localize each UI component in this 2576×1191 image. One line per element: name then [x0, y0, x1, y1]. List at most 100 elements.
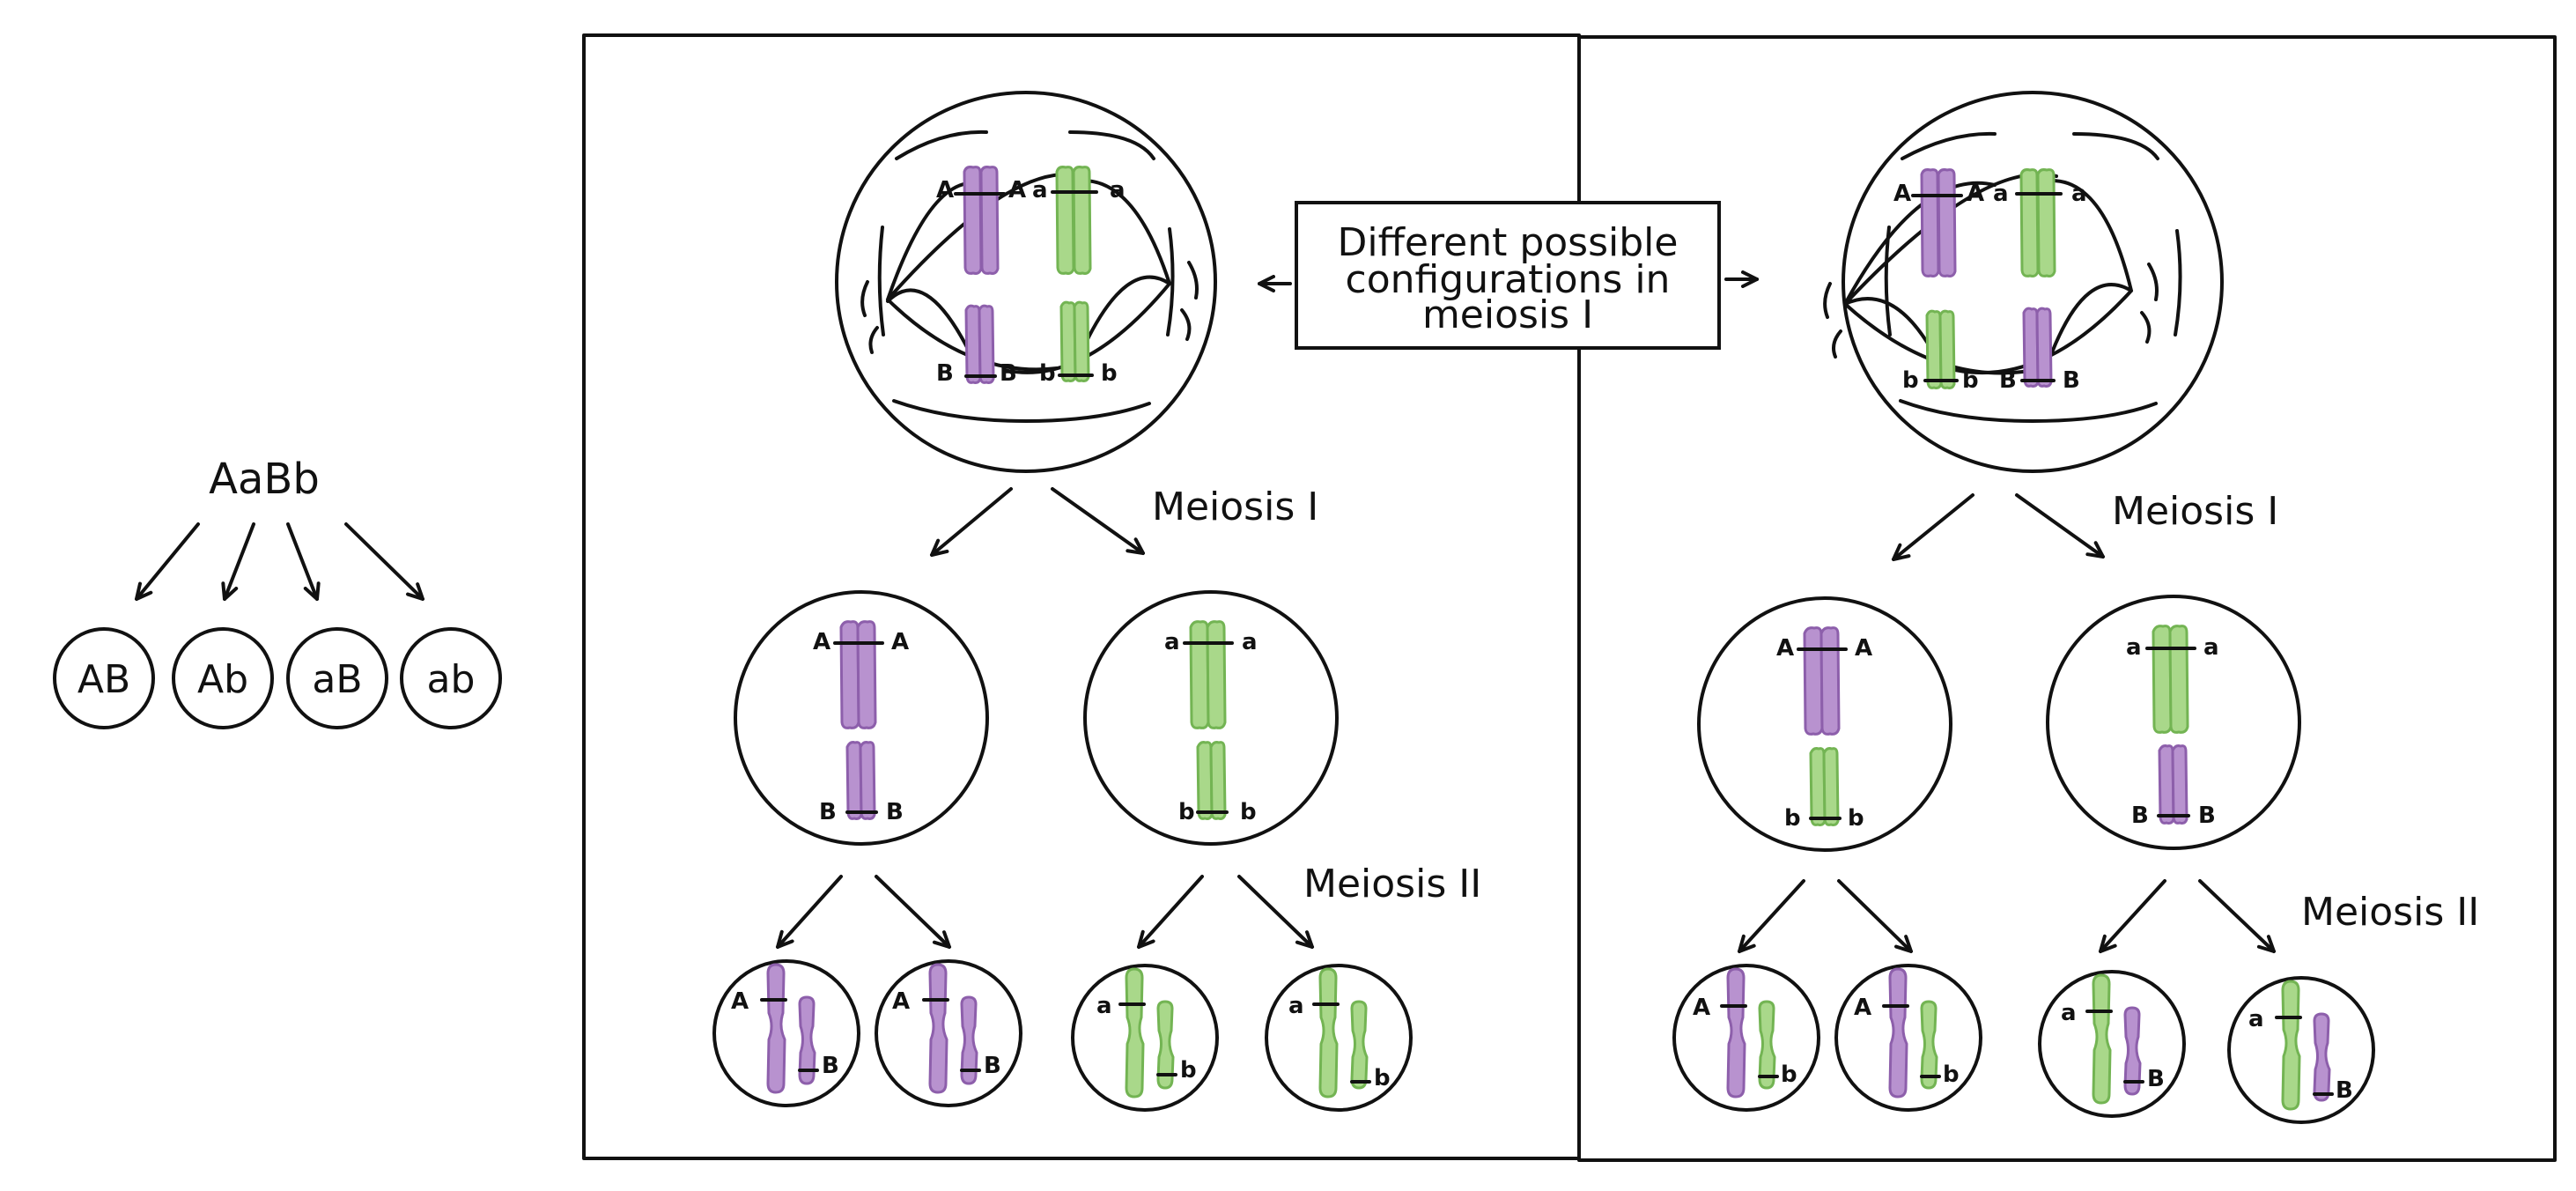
allele-label: b	[1943, 1062, 1960, 1088]
caption-line: configurations in	[1346, 257, 1671, 302]
allele-label: a	[2061, 1000, 2077, 1026]
arrow-icon	[2015, 493, 2105, 559]
stage-label-meiosis-1: Meiosis I	[1152, 485, 1318, 529]
cell-icon	[2046, 595, 2301, 850]
allele-label: a	[1110, 177, 1126, 203]
chromosome-icon	[2020, 307, 2056, 388]
arrow-icon	[1237, 875, 1314, 949]
allele-label: a	[2071, 181, 2087, 207]
gamete-cell: A B	[875, 959, 1022, 1107]
arrow-icon	[2099, 879, 2166, 953]
allele-label: b	[1240, 799, 1257, 825]
chromosome-icon	[798, 995, 816, 1085]
gamete-type-label: ab	[427, 657, 476, 702]
chromosome-icon	[1726, 967, 1746, 1099]
allele-label: B	[886, 799, 904, 825]
stage-label-meiosis-2: Meiosis II	[2301, 890, 2479, 935]
allele-label: a	[1288, 993, 1304, 1019]
allele-label: A	[1893, 181, 1911, 207]
nuclear-envelope	[1884, 131, 2182, 423]
allele-label: A	[1854, 995, 1871, 1021]
arrow-icon	[930, 487, 1013, 557]
chromosome-pair-top: A A a a	[936, 166, 1126, 275]
arrow-icon	[776, 875, 843, 949]
gamete-type: AB	[53, 627, 155, 729]
allele-label: a	[1032, 177, 1048, 203]
allele-label: B	[2198, 803, 2216, 829]
allele-label: b	[1374, 1065, 1391, 1091]
caption-line: Different possible	[1338, 220, 1679, 265]
gamete-type-label: AB	[78, 657, 130, 702]
allele-label: B	[936, 360, 954, 387]
chromosome-icon	[1888, 967, 1908, 1099]
gamete-type-list: AB Ab aB ab	[53, 627, 502, 729]
allele-label: B	[2147, 1066, 2165, 1092]
cell-icon	[1071, 964, 1219, 1112]
allele-label: B	[822, 1053, 839, 1079]
cell-icon	[2227, 976, 2375, 1124]
daughter-cell: A A b b	[1697, 596, 1952, 852]
allele-label: b	[1101, 360, 1118, 387]
chromosome-icon	[1183, 620, 1234, 729]
caption-box: Different possible configurations in mei…	[1258, 201, 1759, 350]
genotype-summary: AaBb AB Ab aB ab	[53, 455, 502, 729]
chromosome-icon	[845, 741, 878, 820]
cell-icon	[1697, 596, 1952, 852]
gamete-cell: A b	[1672, 964, 1820, 1112]
cell-icon	[734, 590, 989, 846]
nuclear-envelope	[877, 129, 1175, 423]
chromosome-icon	[928, 963, 948, 1094]
caption-line: meiosis I	[1422, 292, 1593, 337]
cell-icon	[2038, 970, 2186, 1118]
chromosome-icon	[1911, 168, 1963, 277]
gamete-arrows	[135, 522, 424, 601]
chromosome-icon	[954, 166, 1006, 275]
allele-label: A	[1693, 995, 1710, 1021]
allele-label: A	[1855, 635, 1872, 662]
arrow-icon	[875, 875, 951, 949]
chromosome-icon	[2281, 980, 2301, 1111]
cell-icon	[1834, 964, 1982, 1112]
allele-label: b	[1039, 360, 1056, 387]
allele-label: A	[1967, 181, 1984, 207]
chromosome-icon	[1051, 166, 1098, 275]
panel-configuration-2	[1577, 35, 2557, 1162]
allele-label: a	[1096, 993, 1112, 1019]
chromosome-icon	[1797, 626, 1848, 736]
gamete-cell: A B	[712, 959, 860, 1107]
allele-label: b	[1178, 799, 1195, 825]
allele-label: B	[2063, 367, 2080, 394]
chromosome-pair-bottom: b b B B	[1902, 307, 2080, 394]
cell-icon	[286, 627, 388, 729]
allele-label: A	[1776, 635, 1794, 662]
chromosome-icon	[2157, 744, 2190, 825]
spindle-icon	[860, 172, 1199, 374]
allele-label: a	[2126, 634, 2142, 661]
allele-label: b	[1902, 367, 1919, 394]
chromosome-icon	[2015, 168, 2063, 277]
arrow-icon	[221, 522, 255, 601]
genotype-label: AaBb	[209, 455, 320, 504]
chromosome-icon	[2145, 625, 2196, 734]
cell-icon	[172, 627, 274, 729]
allele-label: A	[1008, 177, 1026, 203]
chromosome-icon	[1809, 747, 1842, 826]
arrow-icon	[1837, 879, 1913, 953]
metaphase-cell-2: A A a a b b B B	[1823, 91, 2224, 473]
allele-label: a	[1164, 629, 1180, 655]
chromosome-icon	[1758, 1000, 1776, 1090]
allele-label: B	[1999, 367, 2017, 394]
cell-icon	[835, 91, 1217, 473]
stage-label-meiosis-1: Meiosis I	[2112, 489, 2278, 534]
chromosome-icon	[2123, 1006, 2142, 1096]
gamete-cell: a b	[1265, 964, 1413, 1112]
allele-label: A	[892, 988, 910, 1015]
chromosome-icon	[766, 963, 786, 1094]
arrow-icon	[1051, 487, 1145, 555]
cell-icon	[1842, 91, 2224, 473]
allele-label: A	[891, 629, 909, 655]
allele-label: b	[1180, 1057, 1197, 1084]
allele-label: b	[1781, 1062, 1797, 1088]
gamete-type-label: aB	[312, 657, 362, 702]
